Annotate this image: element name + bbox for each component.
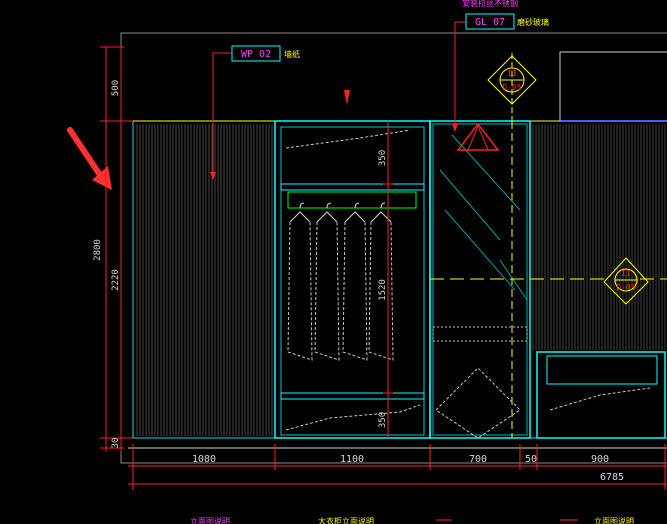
hanging-rail — [287, 191, 417, 209]
dim-total: 6785 — [600, 472, 624, 483]
bottom-labels: 立面图说明 大衣柜立面说明 立面图说明 — [190, 516, 634, 524]
ceiling-light-fixture — [456, 122, 500, 151]
bottom-label-3: 立面图说明 — [594, 516, 634, 524]
glass-tag: GL 07 磨砂玻璃 安装拉丝不锈钢 — [452, 0, 549, 132]
upper-shelf — [280, 183, 425, 191]
glass-tag-code: GL 07 — [475, 17, 505, 28]
hanging-clothes — [287, 202, 394, 361]
lower-shelf — [280, 392, 425, 400]
dim-1520: 1520 — [378, 279, 388, 301]
low-cabinet — [536, 351, 666, 439]
dim-2800: 2800 — [93, 239, 103, 261]
dim-1080: 1080 — [192, 454, 216, 465]
door-swing-diamond — [435, 367, 521, 439]
glass-reflection-hatch — [439, 134, 528, 301]
wardrobe-body — [274, 120, 431, 439]
vertical-dimensions-left: 500 2800 2220 30 — [93, 46, 133, 452]
section-marker-right: II D-05 — [430, 257, 667, 305]
glass-tag-top-note: 安装拉丝不锈钢 — [462, 0, 518, 8]
dim-350-bottom: 350 — [378, 412, 388, 428]
wardrobe-inner — [280, 126, 425, 436]
horizontal-dimensions: 1080 1100 700 50 900 6785 — [128, 444, 667, 490]
dim-1100: 1100 — [340, 454, 364, 465]
section-marker-right-sheet: D-05 — [616, 283, 635, 292]
dim-2220: 2220 — [111, 269, 121, 291]
left-wall-panel-hatch — [136, 124, 273, 436]
wallpaper-tag: WP 02 墙纸 — [210, 45, 300, 180]
dim-900: 900 — [591, 454, 609, 465]
dim-700: 700 — [469, 454, 487, 465]
wallpaper-tag-note: 墙纸 — [284, 49, 300, 59]
bottom-label-2: 大衣柜立面说明 — [318, 516, 374, 524]
bottom-label-1: 立面图说明 — [190, 516, 230, 524]
low-cabinet-drawer — [546, 355, 658, 385]
dim-30: 30 — [111, 438, 121, 449]
wallpaper-tag-code: WP 02 — [241, 49, 271, 60]
wardrobe — [274, 120, 431, 439]
section-marker-right-number: II — [621, 269, 631, 278]
section-marker-top-sheet: D-05 — [502, 83, 521, 92]
vertical-dimensions-wardrobe: 350 1520 350 — [378, 121, 393, 438]
dim-50: 50 — [525, 454, 537, 465]
dim-500: 500 — [111, 80, 121, 96]
bottom-items-outline — [285, 404, 421, 431]
dim-350-top: 350 — [378, 150, 388, 166]
window-outline — [559, 51, 667, 121]
glass-tag-note: 磨砂玻璃 — [517, 17, 549, 27]
glass-shelf — [432, 326, 528, 342]
view-arrow-small — [344, 90, 350, 105]
low-cabinet-swing — [549, 387, 651, 411]
folded-items-outline — [285, 129, 411, 149]
annotation-arrow — [67, 127, 112, 190]
section-marker-top: II D-05 — [487, 53, 537, 121]
right-wall-panel-hatch — [532, 124, 666, 350]
section-marker-top-number: II — [507, 69, 517, 78]
low-cabinet-body — [536, 351, 666, 439]
